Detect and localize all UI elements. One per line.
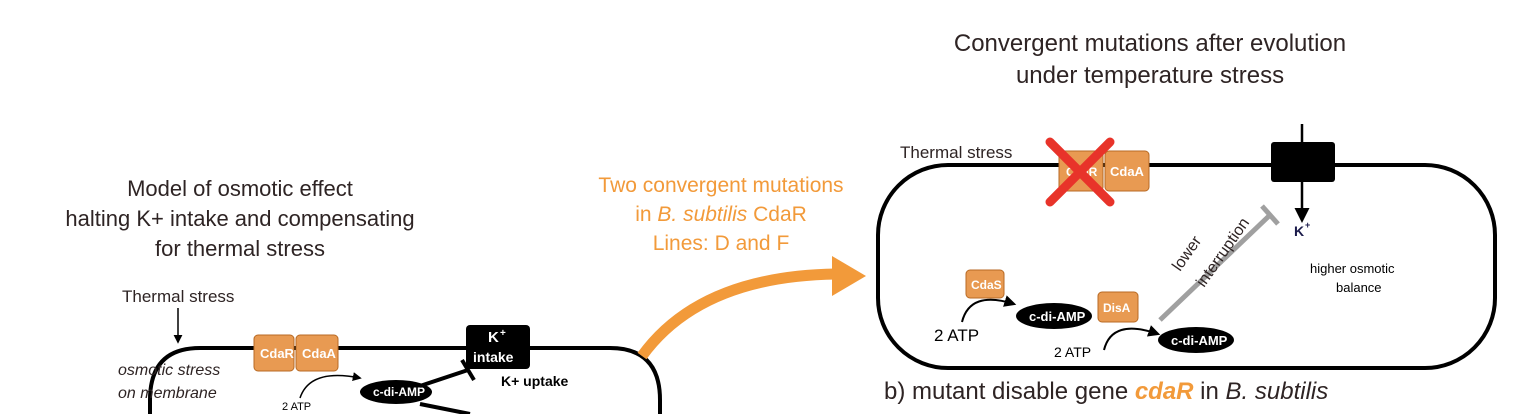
cdiamp-1-ellipse (1016, 303, 1092, 329)
left-panel-title: Model of osmotic effect halting K+ intak… (20, 174, 460, 264)
caption-prefix: b) mutant disable gene (884, 378, 1135, 405)
right-title-line1: Convergent mutations after evolution (953, 30, 1347, 57)
left-k-intake-label: intake (473, 349, 514, 365)
left-cdaa-box (295, 334, 339, 372)
disa-box (1097, 291, 1139, 323)
left-cdar-box (253, 334, 295, 372)
red-cross-b (1045, 137, 1115, 207)
left-k-uptake: K+ uptake (501, 373, 569, 389)
left-cdiamp-ellipse (360, 380, 432, 404)
orange-arrow-head (832, 256, 866, 296)
left-lower-line (419, 402, 471, 414)
left-cell: K + intake CdaR CdaA Thermal stress osmo… (118, 287, 662, 414)
left-thermal-stress: Thermal stress (122, 287, 234, 306)
left-atp: 2 ATP (282, 401, 311, 413)
note-line1: Two convergent mutations (598, 174, 844, 197)
cdiamp-2-ellipse (1158, 327, 1234, 353)
left-osmotic-line2: on membrane (118, 385, 217, 402)
atp-2-label: 2 ATP (1054, 344, 1091, 360)
left-k-intake-sup: + (500, 328, 506, 339)
caption-gene: cdaR (1134, 378, 1194, 405)
note-line2: in B. subtilis CdaR (556, 200, 886, 229)
gray-inhibit-line (1158, 213, 1272, 322)
right-cdaa-box (1104, 150, 1150, 192)
cdas-box (965, 269, 1005, 299)
cdiamp-2-label: c-di-AMP (1171, 333, 1228, 348)
left-k-intake-k: K (488, 329, 499, 346)
right-k-label: K (1294, 223, 1304, 239)
left-osmotic-line1: osmotic stress (118, 362, 220, 379)
cdas-atp-arrow (961, 295, 1017, 323)
right-thermal-stress: Thermal stress (900, 143, 1012, 162)
note-line2-prefix: in (635, 203, 658, 226)
right-panel-title: Convergent mutations after evolution und… (900, 28, 1400, 92)
gray-inhibit-bar (1260, 204, 1280, 226)
orange-transition-arrow (637, 268, 837, 360)
left-title-line2: halting K+ intake and compensating (65, 206, 415, 231)
right-k-sup: + (1305, 220, 1310, 230)
cdiamp-1-label: c-di-AMP (1029, 309, 1086, 324)
note-species: B. subtilis (657, 203, 748, 226)
atp-1-label: 2 ATP (934, 326, 979, 345)
left-k-intake-transporter (466, 325, 530, 369)
left-title-line1: Model of osmotic effect (127, 176, 353, 201)
disa-label: DisA (1103, 301, 1131, 315)
left-atp-arrow (299, 372, 362, 399)
right-title-line2: under temperature stress (1015, 62, 1285, 89)
higher-osmotic-line2: balance (1336, 280, 1382, 295)
disa-atp-arrow (1103, 325, 1161, 351)
convergent-mutations-note: Two convergent mutations in B. subtilis … (556, 171, 886, 258)
higher-osmotic-line1: higher osmotic (1310, 261, 1395, 276)
caption-b: b) mutant disable gene cdaR in B. subtil… (884, 378, 1328, 406)
cdas-label: CdaS (971, 278, 1002, 292)
left-cdiamp-label: c-di-AMP (373, 385, 425, 399)
right-cdaa-label: CdaA (1110, 164, 1145, 179)
caption-species: B. subtilis (1225, 378, 1329, 405)
left-title-line3: for thermal stress (155, 236, 325, 261)
note-line3: Lines: D and F (652, 232, 790, 255)
left-cdar-label: CdaR (260, 346, 295, 361)
right-cell: Thermal stress CdaR CdaA K + lower inter… (876, 124, 1497, 370)
left-inhibit-bar (460, 358, 476, 382)
caption-mid: in (1193, 378, 1226, 405)
left-cdaa-label: CdaA (302, 346, 337, 361)
note-line2-suffix: CdaR (747, 203, 807, 226)
left-inhibit-line (419, 368, 469, 388)
